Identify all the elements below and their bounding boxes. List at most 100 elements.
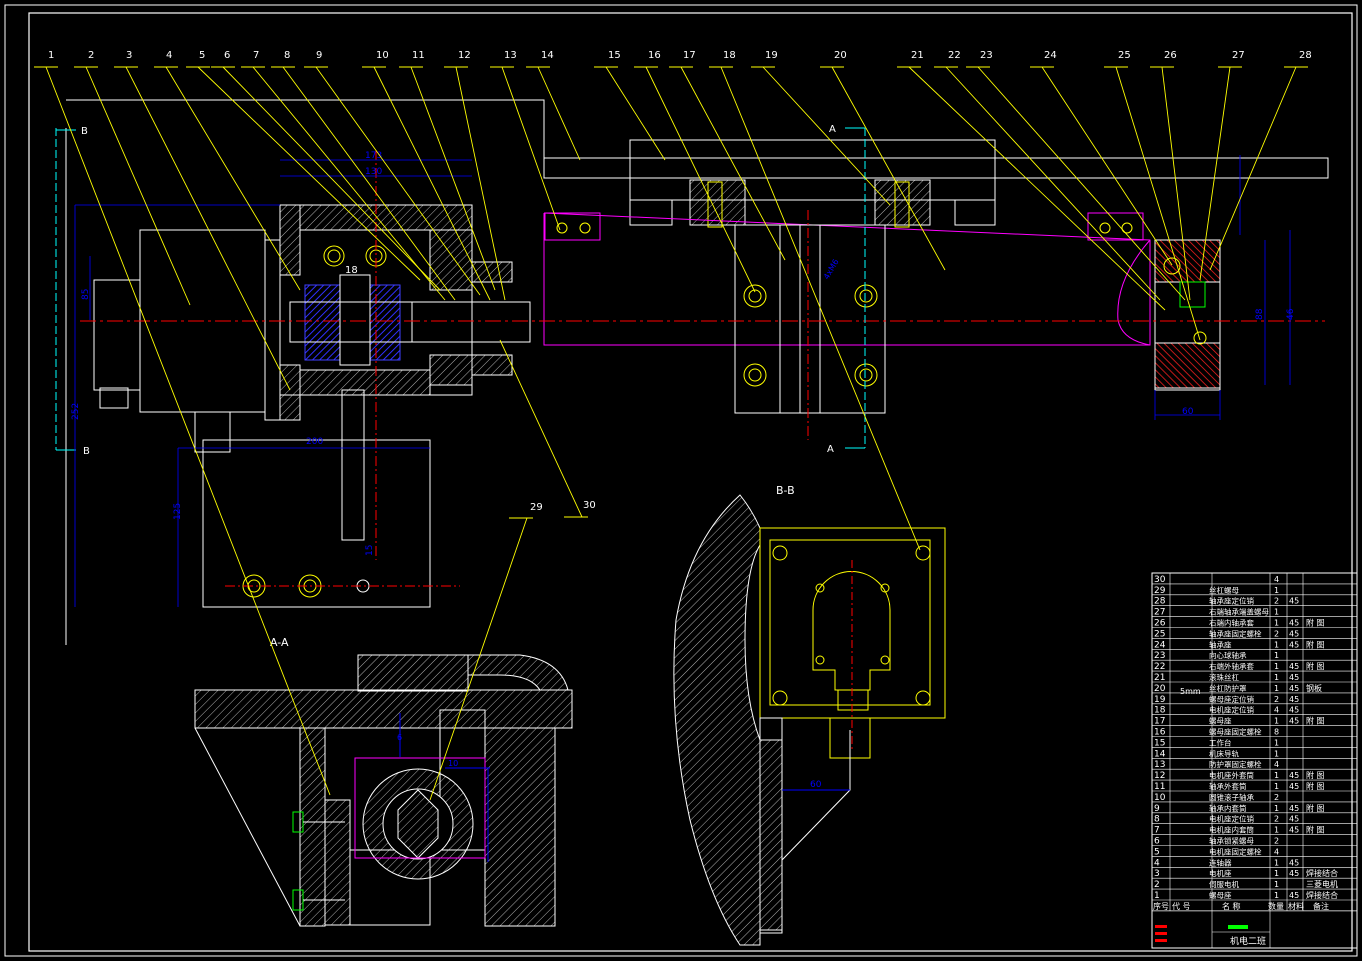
bom-cell: 1 (1274, 662, 1279, 671)
work-table (629, 139, 996, 201)
bb-lower-slope (781, 730, 851, 861)
title-marker (1155, 932, 1167, 935)
bom-cell: 20 (1154, 684, 1166, 694)
dim-173: 173 (365, 151, 382, 161)
part-number-label: 23 (980, 50, 993, 61)
part-leader-line (501, 66, 561, 231)
title-text: 机电二班 (1230, 935, 1266, 947)
outer-border (4, 4, 1358, 957)
bom-cell: 10 (1154, 793, 1166, 803)
right-cover-curve (1117, 239, 1151, 346)
bom-cell: 45 (1289, 804, 1299, 813)
bom-cell: 轴承外套筒 (1209, 781, 1247, 791)
part-leader-line (1209, 66, 1297, 271)
part-number-label: 19 (765, 50, 778, 61)
part-number-label: 26 (1164, 50, 1177, 61)
bearing-housing-bottom (299, 369, 431, 396)
aa-screw-core (397, 789, 439, 859)
bom-cell: 2 (1274, 629, 1279, 638)
bom-cell: 轴承座定位销 (1209, 596, 1254, 606)
part-leader-line (645, 66, 756, 293)
bom-cell: 1 (1274, 673, 1279, 682)
bom-cell: 22 (1154, 662, 1165, 672)
cover-bracket-left (544, 212, 601, 241)
bom-cell: 螺母座 (1209, 890, 1232, 900)
part-leader-line (373, 66, 491, 301)
part-leader-line (1199, 66, 1231, 281)
dim-85: 85 (81, 289, 91, 300)
bom-cell: 4 (1274, 706, 1279, 715)
part-number-label: 13 (504, 50, 517, 61)
bom-cell: 45 (1289, 619, 1299, 628)
section-a-bottom-label: A (827, 444, 834, 455)
bom-cell: 12 (1154, 771, 1165, 781)
bom-cell: 连轴器 (1209, 857, 1232, 867)
bom-cell: 附 图 (1306, 803, 1325, 813)
bom-cell: 45 (1289, 695, 1299, 704)
bom-cell: 25 (1154, 629, 1165, 639)
bom-cell: 向心球轴承 (1209, 650, 1247, 660)
bom-cell: 轴承座 (1209, 639, 1232, 649)
part-leader-line (499, 339, 583, 518)
part-number-label: 24 (1044, 50, 1057, 61)
dim-10: 10 (448, 759, 458, 768)
section-b-top-label: B (81, 126, 88, 137)
aa-rail-top (357, 654, 469, 692)
bom-cell: 1 (1274, 651, 1279, 660)
bom-cell: 电机座内套筒 (1209, 825, 1254, 835)
bom-header-cell: 数量 (1268, 901, 1284, 911)
part-number-label: 1 (48, 50, 54, 61)
part-leader-line (282, 66, 456, 301)
bom-cell: 右端内轴承套 (1209, 618, 1254, 628)
bb-lower-hatch (759, 739, 783, 931)
bom-cell: 1 (1274, 749, 1279, 758)
bom-cell: 45 (1289, 717, 1299, 726)
bb-curved-wall (673, 494, 761, 946)
bom-cell: 11 (1154, 782, 1165, 792)
part-number-label: 2 (88, 50, 94, 61)
bom-cell: 1 (1274, 804, 1279, 813)
bom-cell: 1 (1274, 891, 1279, 900)
part-leader-line (680, 66, 786, 261)
dim-18: 18 (345, 265, 358, 276)
bom-cell: 附 图 (1306, 770, 1325, 780)
bom-cell: 轴承锁紧螺母 (1209, 836, 1254, 846)
bom-cell: 23 (1154, 651, 1165, 661)
part-number-label: 28 (1299, 50, 1312, 61)
bom-cell: 8 (1154, 815, 1160, 825)
dim-130: 130 (365, 167, 382, 177)
bom-cell: 28 (1154, 597, 1166, 607)
bom-cell: 45 (1289, 629, 1299, 638)
bom-cell: 右端外轴承套 (1209, 661, 1254, 671)
bom-cell: 13 (1154, 760, 1165, 770)
motor-seat-upper (279, 204, 301, 276)
bom-cell: 2 (1274, 815, 1279, 824)
dim-15: 15 (365, 545, 375, 556)
title-mark (1228, 925, 1248, 929)
bom-cell: 1 (1154, 891, 1160, 901)
part-leader-line (165, 66, 301, 291)
part-leader-line (85, 66, 191, 306)
dim-46: 46 (1286, 308, 1296, 320)
bom-cell: 16 (1154, 728, 1166, 738)
part-leaders (34, 66, 1308, 801)
bom-cell: 4 (1274, 575, 1279, 584)
bom-cell: 附 图 (1306, 661, 1325, 671)
bom-cell: 电机座 (1209, 868, 1232, 878)
cover-bolts (556, 222, 1133, 234)
bom-header-cell: 材料 (1288, 901, 1304, 911)
bom-cell: 8 (1274, 728, 1279, 737)
bom-cell: 丝杠防护罩 (1209, 683, 1247, 693)
bom-cell: 24 (1154, 640, 1166, 650)
table-slide-a (629, 199, 673, 226)
bb-motor-body (769, 539, 931, 706)
part-number-label: 4 (166, 50, 172, 61)
bom-cell: 1 (1274, 782, 1279, 791)
bom-cell: 2 (1274, 837, 1279, 846)
right-seat-bolts (1163, 257, 1207, 345)
bom-cell: 45 (1289, 640, 1299, 649)
bom-cell: 1 (1274, 717, 1279, 726)
part-leader-line (315, 66, 481, 296)
